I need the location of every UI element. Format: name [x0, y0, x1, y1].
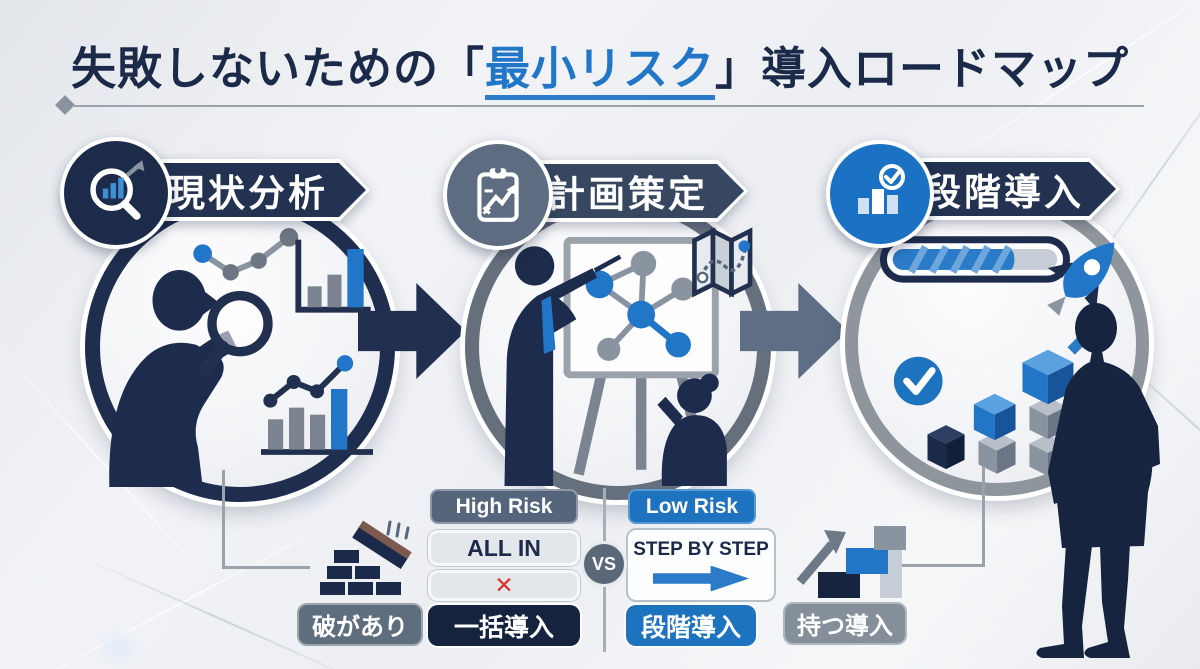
page-title: 失敗しないための「最小リスク」導入ロードマップ: [0, 32, 1200, 100]
title-divider: [72, 105, 1144, 107]
connector-left-horizontal: [222, 566, 310, 569]
planning-illustration: [504, 227, 753, 486]
low-risk-label: Low Risk: [645, 494, 739, 518]
step-banner-label-1: 現状分析: [154, 163, 366, 217]
connector-left-vertical: [222, 470, 225, 569]
vs-badge: VS: [581, 541, 627, 587]
falling-bricks-icon: [320, 520, 412, 595]
ascending-steps-icon: [796, 526, 906, 598]
title-suffix: 」導入ロードマップ: [715, 43, 1130, 94]
bg-glow: [95, 625, 141, 669]
caption-right-badge: 持つ導入: [783, 602, 907, 645]
caption-left-badge: 破があり: [297, 603, 423, 646]
connector-right-horizontal: [897, 564, 985, 567]
all-in-box: ALL IN: [428, 530, 580, 566]
caption-right-label: 持つ導入: [797, 613, 893, 640]
all-in-label: ALL IN: [467, 534, 541, 561]
step-banner-label-3: 段階導入: [916, 162, 1116, 216]
reject-box: ✕: [428, 570, 580, 601]
step-by-step-box: STEP BY STEP: [626, 528, 776, 602]
magnifier-growth-icon: [60, 137, 172, 249]
caption-left-label: 破があり: [312, 614, 408, 641]
analysis-illustration: [109, 228, 373, 487]
bar-chart-check-icon: [826, 140, 934, 248]
step-banner-label-2: 計画策定: [536, 164, 744, 218]
high-risk-badge: High Risk: [430, 489, 578, 524]
batch-method-label: 一括導入: [453, 613, 554, 642]
title-highlight: 最小リスク: [484, 43, 715, 100]
clipboard-plan-icon: [443, 140, 553, 250]
phased-method-badge: 段階導入: [626, 605, 756, 646]
title-prefix: 失敗しないための「: [70, 43, 485, 94]
batch-method-badge: 一括導入: [428, 605, 580, 646]
low-risk-badge: Low Risk: [628, 489, 756, 524]
right-arrow-icon: [653, 565, 749, 592]
route-map-icon: [692, 227, 753, 298]
step-banner-2: 計画策定: [532, 160, 748, 222]
vs-label: VS: [591, 553, 616, 574]
step-by-step-label: STEP BY STEP: [633, 538, 769, 560]
connector-right-vertical: [982, 466, 985, 567]
businessman-silhouette: [1036, 303, 1160, 658]
reject-x-icon: ✕: [494, 572, 514, 598]
high-risk-label: High Risk: [455, 494, 553, 518]
step-banner-3: 段階導入: [912, 158, 1120, 220]
step-banner-1: 現状分析: [150, 159, 370, 221]
phased-method-label: 段階導入: [640, 613, 741, 642]
rollout-illustration: [880, 236, 1115, 477]
